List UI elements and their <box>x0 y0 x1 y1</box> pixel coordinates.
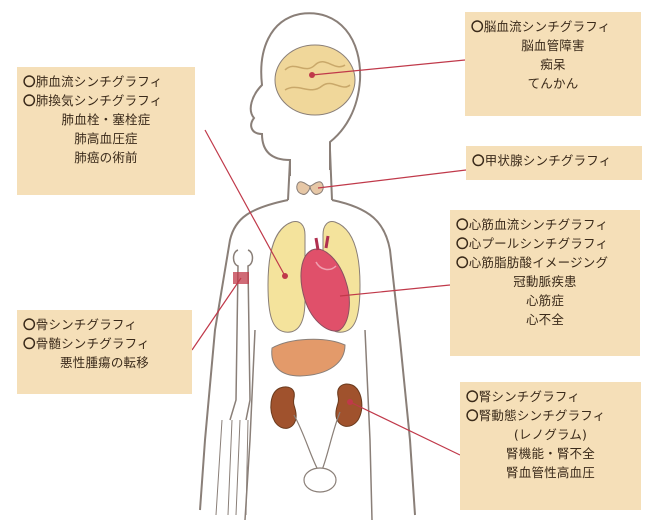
callout-bone-line-2: 〇骨髄シンチグラフィ <box>23 334 186 353</box>
callout-kidney: 〇腎シンチグラフィ 〇腎動態シンチグラフィ (レノグラム) 腎機能・腎不全 腎血… <box>460 382 641 510</box>
callout-kidney-line-4: 腎機能・腎不全 <box>466 444 635 463</box>
callout-bone-line-3: 悪性腫瘍の転移 <box>23 353 186 372</box>
callout-kidney-line-3: (レノグラム) <box>466 425 635 444</box>
callout-lung-line-2: 〇肺換気シンチグラフィ <box>23 91 189 110</box>
callout-brain-line-1: 〇脳血流シンチグラフィ <box>471 17 635 36</box>
brain-icon <box>275 45 355 115</box>
callout-heart: 〇心筋血流シンチグラフィ 〇心プールシンチグラフィ 〇心筋脂肪酸イメージング 冠… <box>450 210 640 356</box>
callout-kidney-line-1: 〇腎シンチグラフィ <box>466 387 635 406</box>
callout-lung-line-4: 肺高血圧症 <box>23 129 189 148</box>
callout-lung-line-5: 肺癌の術前 <box>23 148 189 167</box>
callout-heart-line-4: 冠動脈疾患 <box>456 272 634 291</box>
callout-brain-line-4: てんかん <box>471 74 635 93</box>
callout-heart-line-2: 〇心プールシンチグラフィ <box>456 234 634 253</box>
callout-kidney-line-5: 腎血管性高血圧 <box>466 463 635 482</box>
callout-thyroid: 〇甲状腺シンチグラフィ <box>466 146 642 180</box>
callout-brain-line-3: 痴呆 <box>471 55 635 74</box>
callout-heart-line-6: 心不全 <box>456 310 634 329</box>
liver-icon <box>272 339 345 376</box>
callout-lung-line-1: 〇肺血流シンチグラフィ <box>23 72 189 91</box>
callout-thyroid-line-1: 〇甲状腺シンチグラフィ <box>472 151 636 170</box>
callout-heart-line-3: 〇心筋脂肪酸イメージング <box>456 253 634 272</box>
kidneys-icon <box>271 384 362 470</box>
callout-heart-line-1: 〇心筋血流シンチグラフィ <box>456 215 634 234</box>
callout-bone-line-1: 〇骨シンチグラフィ <box>23 315 186 334</box>
callout-brain: 〇脳血流シンチグラフィ 脳血管障害 痴呆 てんかん <box>465 12 641 116</box>
callout-brain-line-2: 脳血管障害 <box>471 36 635 55</box>
callout-lung: 〇肺血流シンチグラフィ 〇肺換気シンチグラフィ 肺血栓・塞栓症 肺高血圧症 肺癌… <box>17 67 195 195</box>
callout-kidney-line-2: 〇腎動態シンチグラフィ <box>466 406 635 425</box>
callout-bone: 〇骨シンチグラフィ 〇骨髄シンチグラフィ 悪性腫瘍の転移 <box>17 310 192 394</box>
callout-lung-line-3: 肺血栓・塞栓症 <box>23 110 189 129</box>
callout-heart-line-5: 心筋症 <box>456 291 634 310</box>
bladder-icon <box>304 468 336 492</box>
